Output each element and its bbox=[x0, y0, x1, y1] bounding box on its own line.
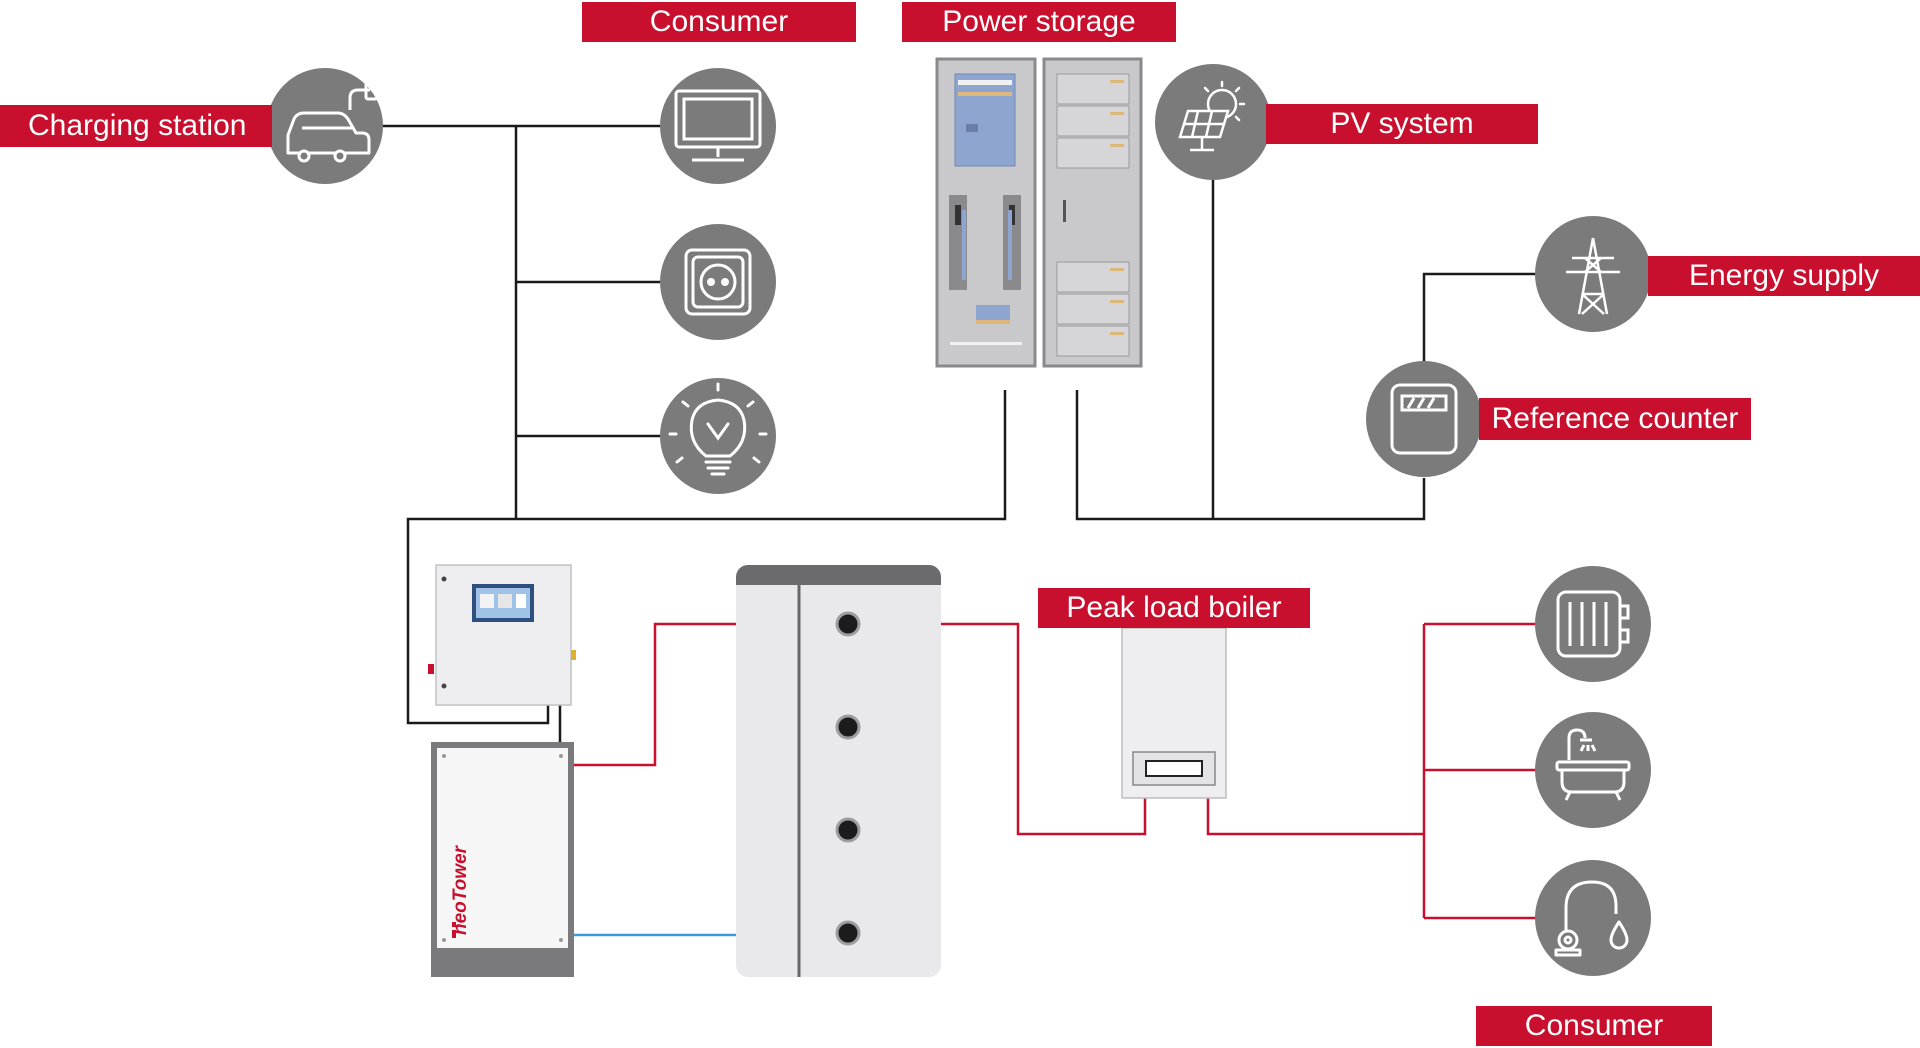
radiator-icon bbox=[1556, 590, 1630, 658]
light-bulb-icon bbox=[668, 382, 768, 476]
pv-node bbox=[1155, 64, 1271, 180]
tap-node bbox=[1535, 860, 1651, 976]
power-pylon-icon bbox=[1566, 237, 1620, 315]
peak-load-boiler bbox=[1121, 627, 1227, 799]
bulb-node bbox=[660, 378, 776, 494]
label-energy-supply: Energy supply bbox=[1648, 256, 1920, 296]
buffer-tank bbox=[736, 565, 941, 977]
charging-station-node bbox=[267, 68, 383, 184]
electric-wiring bbox=[382, 124, 1538, 742]
neotower-heat-pump: neoTower bbox=[431, 742, 574, 977]
energy-supply-node bbox=[1535, 216, 1651, 332]
solar-panel-icon bbox=[1178, 80, 1246, 152]
power-socket-icon bbox=[684, 248, 752, 316]
reference-counter-node bbox=[1366, 361, 1482, 477]
label-reference-counter: Reference counter bbox=[1479, 398, 1751, 440]
neotower-brand: neoTower bbox=[450, 844, 471, 935]
label-power-storage: Power storage bbox=[902, 2, 1176, 42]
heat-pump-controller bbox=[428, 564, 576, 706]
label-peak-load-boiler: Peak load boiler bbox=[1038, 588, 1310, 628]
monitor-icon bbox=[674, 89, 762, 162]
bathtub-icon bbox=[1555, 728, 1631, 801]
radiator-node bbox=[1535, 566, 1651, 682]
label-charging-station: Charging station bbox=[0, 105, 272, 147]
bathtub-node bbox=[1535, 712, 1651, 828]
label-consumer-bottom: Consumer bbox=[1476, 1006, 1712, 1046]
car-charging-icon bbox=[286, 81, 382, 163]
socket-node bbox=[660, 224, 776, 340]
monitor-node bbox=[660, 68, 776, 184]
water-tap-icon bbox=[1554, 880, 1629, 957]
heating-pipes bbox=[574, 622, 1536, 920]
label-consumer-top: Consumer bbox=[582, 2, 856, 42]
label-pv-system: PV system bbox=[1266, 104, 1538, 144]
electricity-meter-icon bbox=[1390, 383, 1458, 455]
power-storage-cabinets bbox=[935, 57, 1143, 368]
